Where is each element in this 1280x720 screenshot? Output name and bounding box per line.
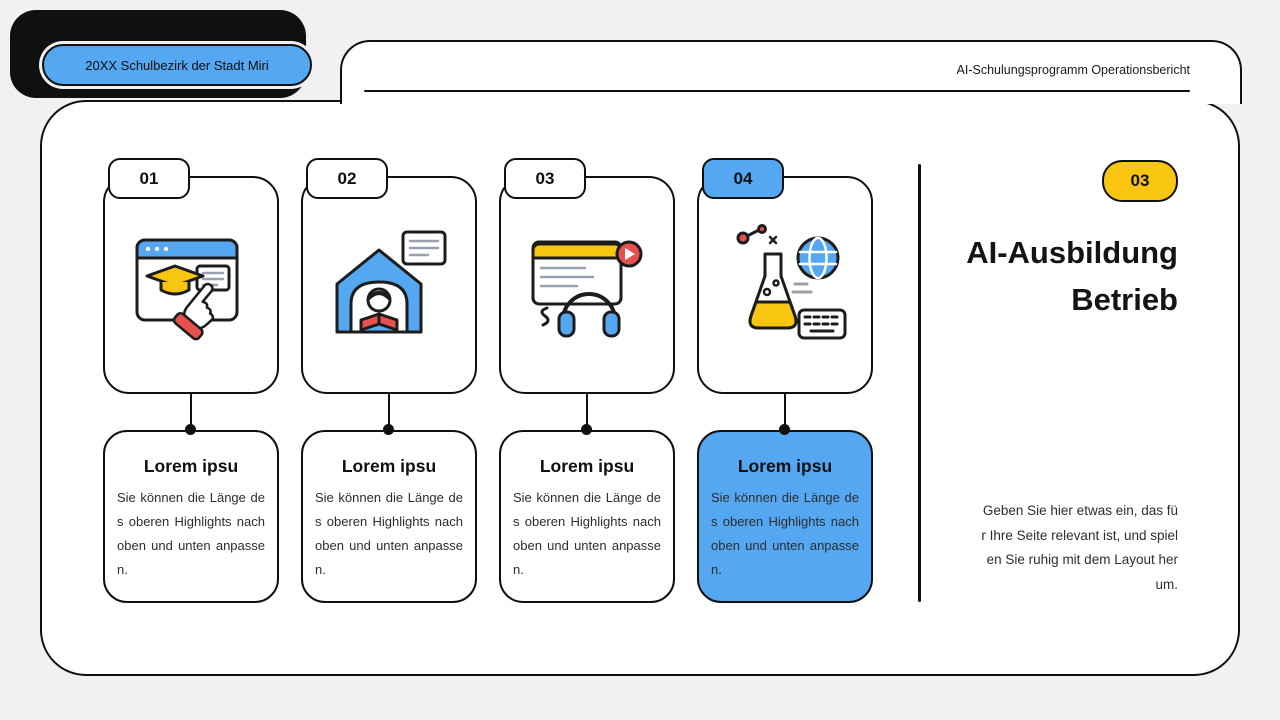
connector-dot — [581, 424, 592, 435]
step-number-tab: 03 — [504, 158, 586, 199]
ai-lab-icon — [736, 224, 847, 340]
online-course-icon — [135, 238, 239, 341]
home-learning-icon — [335, 230, 447, 334]
connector-line — [388, 394, 390, 431]
section-body: Geben Sie hier etwas ein, das für Ihre S… — [981, 503, 1178, 592]
step-number: 01 — [139, 168, 159, 188]
header-bar: AI-Schulungsprogramm Operationsbericht — [340, 40, 1242, 104]
connector-line — [586, 394, 588, 431]
step-title: Lorem ipsu — [143, 456, 239, 476]
step-text-card-highlighted: Lorem ipsu Sie können die Länge des ober… — [697, 430, 873, 603]
step-text-card: Lorem ipsu Sie können die Länge des ober… — [103, 430, 279, 603]
step-icon-card — [499, 176, 675, 394]
step-body: Sie können die Länge des oberen Highligh… — [117, 490, 265, 577]
connector-dot — [779, 424, 790, 435]
step-number: 03 — [535, 168, 555, 188]
step-title: Lorem ipsu — [539, 456, 635, 476]
connector-dot — [185, 424, 196, 435]
section-number-badge: 03 — [1102, 160, 1178, 202]
section-title: AI-Ausbildung Betrieb — [966, 235, 1178, 317]
step-title: Lorem ipsu — [737, 456, 833, 476]
step-column-3: 03 Lorem ipsu Sie können di — [499, 158, 675, 608]
step-body: Sie können die Länge des oberen Highligh… — [513, 490, 661, 577]
district-badge: 20XX Schulbezirk der Stadt Miri — [42, 44, 312, 86]
step-column-2: 02 Lorem ipsu Sie können di — [301, 158, 477, 608]
connector-line — [190, 394, 192, 431]
connector-dot — [383, 424, 394, 435]
district-badge-label: 20XX Schulbezirk der Stadt Miri — [85, 57, 269, 73]
step-text-card: Lorem ipsu Sie können die Länge des ober… — [499, 430, 675, 603]
section-number: 03 — [1130, 171, 1150, 190]
header-underline — [364, 90, 1190, 92]
step-icon-card — [103, 176, 279, 394]
step-body: Sie können die Länge des oberen Highligh… — [711, 490, 859, 577]
step-number-tab: 04 — [702, 158, 784, 199]
step-icon-card — [697, 176, 873, 394]
step-column-4: 04 — [697, 158, 873, 608]
step-icon-card — [301, 176, 477, 394]
vertical-divider — [918, 164, 921, 602]
step-column-1: 01 — [103, 158, 279, 608]
step-text-card: Lorem ipsu Sie können die Länge des ober… — [301, 430, 477, 603]
step-body: Sie können die Länge des oberen Highligh… — [315, 490, 463, 577]
media-course-icon — [531, 240, 643, 338]
step-number-tab: 01 — [108, 158, 190, 199]
step-number: 02 — [337, 168, 357, 188]
step-number-tab: 02 — [306, 158, 388, 199]
report-title: AI-Schulungsprogramm Operationsbericht — [956, 63, 1190, 77]
step-number: 04 — [733, 168, 753, 188]
connector-line — [784, 394, 786, 431]
step-title: Lorem ipsu — [341, 456, 437, 476]
